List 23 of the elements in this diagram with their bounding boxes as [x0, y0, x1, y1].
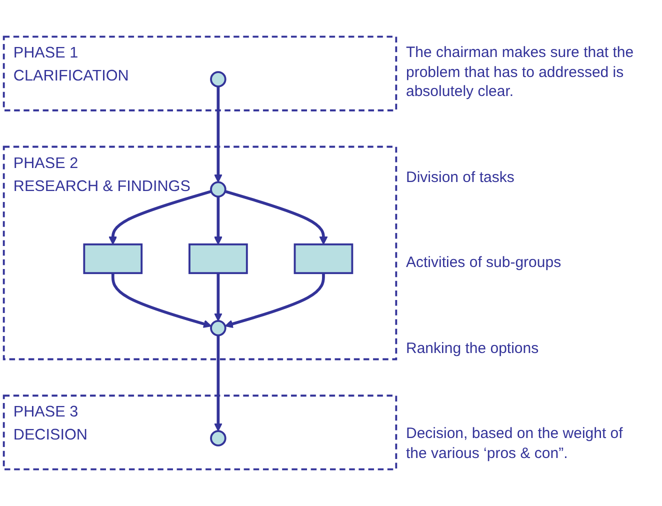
node-box	[83, 243, 143, 274]
arrow	[214, 86, 222, 183]
step-note: The chairman makes sure that the problem that has to addressed is absolutely clear.	[406, 43, 635, 102]
arrow	[224, 273, 325, 328]
step-note: Ranking the options	[406, 338, 540, 358]
step-note: Activities of sub-groups	[406, 253, 562, 272]
arrow	[111, 273, 212, 328]
node-circle	[210, 320, 226, 336]
cluster: PHASE 3 DECISION	[2, 394, 398, 470]
cluster: PHASE 2 RESEARCH & FINDINGS	[2, 146, 398, 360]
arrow	[214, 273, 222, 322]
node-circle	[210, 181, 226, 198]
node-circle	[210, 71, 226, 88]
node-box	[294, 243, 354, 274]
arrow	[214, 335, 222, 432]
node-circle	[210, 430, 226, 446]
node-box	[188, 243, 248, 274]
arrow	[214, 196, 222, 245]
arrow	[108, 190, 212, 245]
arrow	[224, 190, 328, 245]
cluster: PHASE 1 CLARIFICATION	[2, 36, 398, 112]
step-note: Division of tasks	[406, 168, 516, 187]
step-note: Decision, based on the weight of the various ‘pros & con”.	[406, 424, 624, 463]
